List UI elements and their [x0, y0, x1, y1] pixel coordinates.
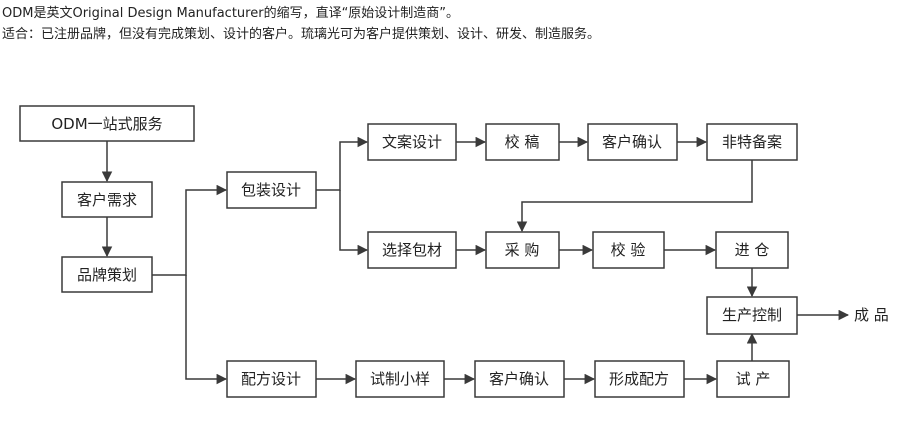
node-purchasing-label: 采 购: [505, 241, 540, 259]
node-warehouse-in: 进 仓: [715, 231, 789, 269]
node-purchasing: 采 购: [485, 231, 560, 269]
node-formula-design: 配方设计: [226, 360, 317, 398]
node-finalize-formula: 形成配方: [594, 360, 685, 398]
node-packaging-design-label: 包装设计: [241, 181, 301, 199]
edge-brand-to-formula: [185, 275, 228, 385]
intro-line-2: 适合：已注册品牌，但没有完成策划、设计的客户。琉璃光可为客户提供策划、设计、研发…: [2, 27, 601, 42]
node-select-packaging-material-label: 选择包材: [382, 241, 442, 259]
node-inspection-label: 校 验: [611, 241, 646, 259]
node-customer-confirm-1-label: 客户确认: [602, 133, 662, 151]
node-trial-production-label: 试 产: [736, 370, 771, 388]
intro-line-1: ODM是英文Original Design Manufacturer的缩写，直译…: [2, 6, 460, 21]
node-trial-sample: 试制小样: [355, 360, 445, 398]
node-non-special-filing-label: 非特备案: [722, 133, 782, 151]
node-production-control: 生产控制: [706, 296, 798, 335]
node-brand-planning: 品牌策划: [61, 256, 153, 293]
node-inspection: 校 验: [592, 231, 665, 269]
output-finished-product-label: 成 品: [854, 306, 889, 324]
node-copy-design: 文案设计: [367, 123, 457, 161]
node-proofreading: 校 稿: [485, 123, 560, 161]
edge-packaging-to-material: [339, 190, 369, 256]
node-customer-confirm-2-label: 客户确认: [489, 370, 549, 388]
node-trial-production: 试 产: [716, 360, 790, 398]
node-finalize-formula-label: 形成配方: [609, 370, 669, 388]
node-brand-planning-label: 品牌策划: [77, 266, 137, 284]
node-formula-design-label: 配方设计: [241, 370, 301, 388]
node-customer-demand: 客户需求: [61, 181, 153, 218]
node-customer-demand-label: 客户需求: [77, 191, 137, 209]
node-odm-service-label: ODM一站式服务: [51, 115, 162, 133]
node-proofreading-label: 校 稿: [505, 133, 540, 151]
node-select-packaging-material: 选择包材: [367, 231, 457, 269]
node-odm-service: ODM一站式服务: [19, 105, 195, 142]
node-customer-confirm-2: 客户确认: [474, 360, 565, 398]
node-warehouse-in-label: 进 仓: [735, 241, 770, 259]
node-production-control-label: 生产控制: [722, 306, 782, 324]
node-packaging-design: 包装设计: [226, 171, 317, 209]
node-customer-confirm-1: 客户确认: [587, 123, 678, 161]
edge-brand-to-packaging: [152, 184, 228, 276]
flow-edges: [101, 136, 850, 385]
node-trial-sample-label: 试制小样: [370, 370, 430, 388]
node-non-special-filing: 非特备案: [706, 123, 798, 161]
node-copy-design-label: 文案设计: [382, 133, 442, 151]
edge-packaging-to-copy: [316, 136, 369, 191]
edge-filing-to-purchase: [516, 160, 753, 233]
